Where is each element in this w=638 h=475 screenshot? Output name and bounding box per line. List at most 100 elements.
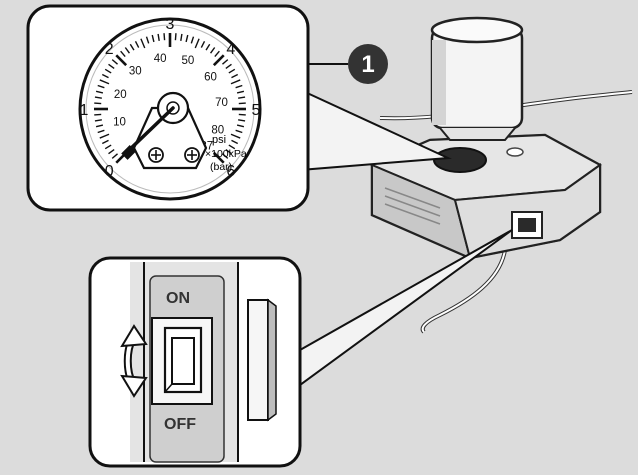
device-switch <box>518 218 536 232</box>
gauge-tick <box>104 144 112 150</box>
gauge-tick <box>94 96 102 99</box>
toggle-direction-arrow-icon <box>120 324 148 398</box>
gauge-psi-label: 60 <box>204 71 217 83</box>
switch-on-label: ON <box>166 290 190 307</box>
gauge-bar-label: 3 <box>166 16 175 33</box>
gauge-tick <box>205 43 211 51</box>
gauge-tick <box>145 36 150 44</box>
gauge-tick <box>94 113 102 116</box>
gauge-tick <box>97 84 105 89</box>
gauge-bar-label: 5 <box>252 102 261 119</box>
cylinder-tank <box>430 16 524 141</box>
gauge-tick <box>236 124 245 128</box>
switch-off-label: OFF <box>164 416 196 433</box>
gauge-tick <box>94 102 102 105</box>
gauge-psi-label: 30 <box>129 65 142 77</box>
gauge-tick <box>190 36 195 44</box>
gauge-tick <box>209 47 216 54</box>
gauge-tick <box>108 148 115 155</box>
hose-top-highlight <box>379 91 633 120</box>
gauge-psi-label: 20 <box>114 89 127 101</box>
gauge-bar-scale: 0 1 2 3 4 5 6 <box>80 16 261 180</box>
switch-inset: ON OFF <box>88 256 302 468</box>
gauge-psi-label: 40 <box>154 53 167 65</box>
gauge-tick <box>200 40 206 48</box>
gauge-tick <box>120 50 126 57</box>
gauge-tick <box>238 96 246 99</box>
gauge-tick <box>129 43 135 51</box>
gauge-tick <box>225 63 232 70</box>
gauge-tick <box>99 79 110 85</box>
gauge-tick <box>236 90 245 94</box>
gauge-tick <box>157 33 160 41</box>
air-compressor <box>369 16 633 334</box>
gauge-tick <box>101 139 109 145</box>
gauge-tick <box>228 144 236 150</box>
gauge-socket <box>433 147 487 173</box>
gauge-tick <box>151 34 155 43</box>
gauge-bar-label: 4 <box>226 41 235 58</box>
gauge-tick <box>104 68 112 74</box>
gauge-tick <box>111 153 118 159</box>
gauge-tick <box>238 113 246 116</box>
gauge-tick <box>194 38 200 49</box>
gauge-tick <box>235 129 243 134</box>
callout-badge: 1 <box>348 44 388 84</box>
gauge-tick <box>231 139 239 145</box>
gauge-tick <box>95 124 104 128</box>
gauge-psi-label: 70 <box>215 97 228 109</box>
gauge-tick <box>111 59 118 65</box>
gauge-tick <box>174 33 177 41</box>
gauge-unit-bar: (bar) <box>210 161 232 173</box>
top-button <box>506 147 524 157</box>
gauge-tick <box>99 133 110 139</box>
gauge-tick <box>225 148 232 155</box>
gauge-bar-label: 0 <box>105 163 114 180</box>
gauge-tick <box>238 102 246 105</box>
gauge-tick <box>230 79 241 85</box>
gauge-bar-label: 1 <box>80 102 89 119</box>
gauge-psi-label: 80 <box>211 124 224 136</box>
gauge-tick <box>101 73 109 79</box>
gauge-tick <box>231 73 239 79</box>
gauge-tick <box>108 63 115 70</box>
gauge-face <box>85 24 255 194</box>
gauge-unit-psi: psi <box>212 134 226 146</box>
gauge-tick <box>95 90 104 94</box>
switch-side-recess <box>247 299 269 421</box>
gauge-tick <box>163 33 166 41</box>
gauge-tick <box>97 129 105 134</box>
gauge-tick <box>212 54 225 67</box>
power-cord-highlight <box>421 249 506 333</box>
gauge-tick <box>134 40 140 48</box>
gauge-bar-label: 6 <box>226 163 235 180</box>
gauge-tick <box>228 68 236 74</box>
callout-badge-circle <box>348 44 388 84</box>
gauge-psi-label: 50 <box>181 55 194 67</box>
screw-icon <box>148 147 164 163</box>
gauge-psi-label: 10 <box>113 117 126 129</box>
gauge-tick <box>185 34 189 43</box>
gauge-tick <box>115 54 128 67</box>
gauge-tick <box>140 38 146 49</box>
gauge-tick <box>180 33 183 41</box>
gauge-tick <box>222 59 229 65</box>
vent-slots <box>384 187 441 225</box>
gauge-tick <box>222 153 229 159</box>
rocker-switch[interactable] <box>151 317 213 405</box>
gauge-tick <box>214 50 220 57</box>
callout-number: 1 <box>361 51 374 78</box>
screw-icon <box>184 147 200 163</box>
gauge-tick <box>124 47 131 54</box>
gauge-tick <box>212 151 225 164</box>
gauge-bar-label: 2 <box>105 41 114 58</box>
gauge-tick <box>94 119 102 122</box>
gauge-tick <box>235 84 243 89</box>
gauge-tick <box>238 119 246 122</box>
gauge-unit-kpa: ×100kPa <box>205 148 247 160</box>
gauge-needle <box>121 106 175 160</box>
